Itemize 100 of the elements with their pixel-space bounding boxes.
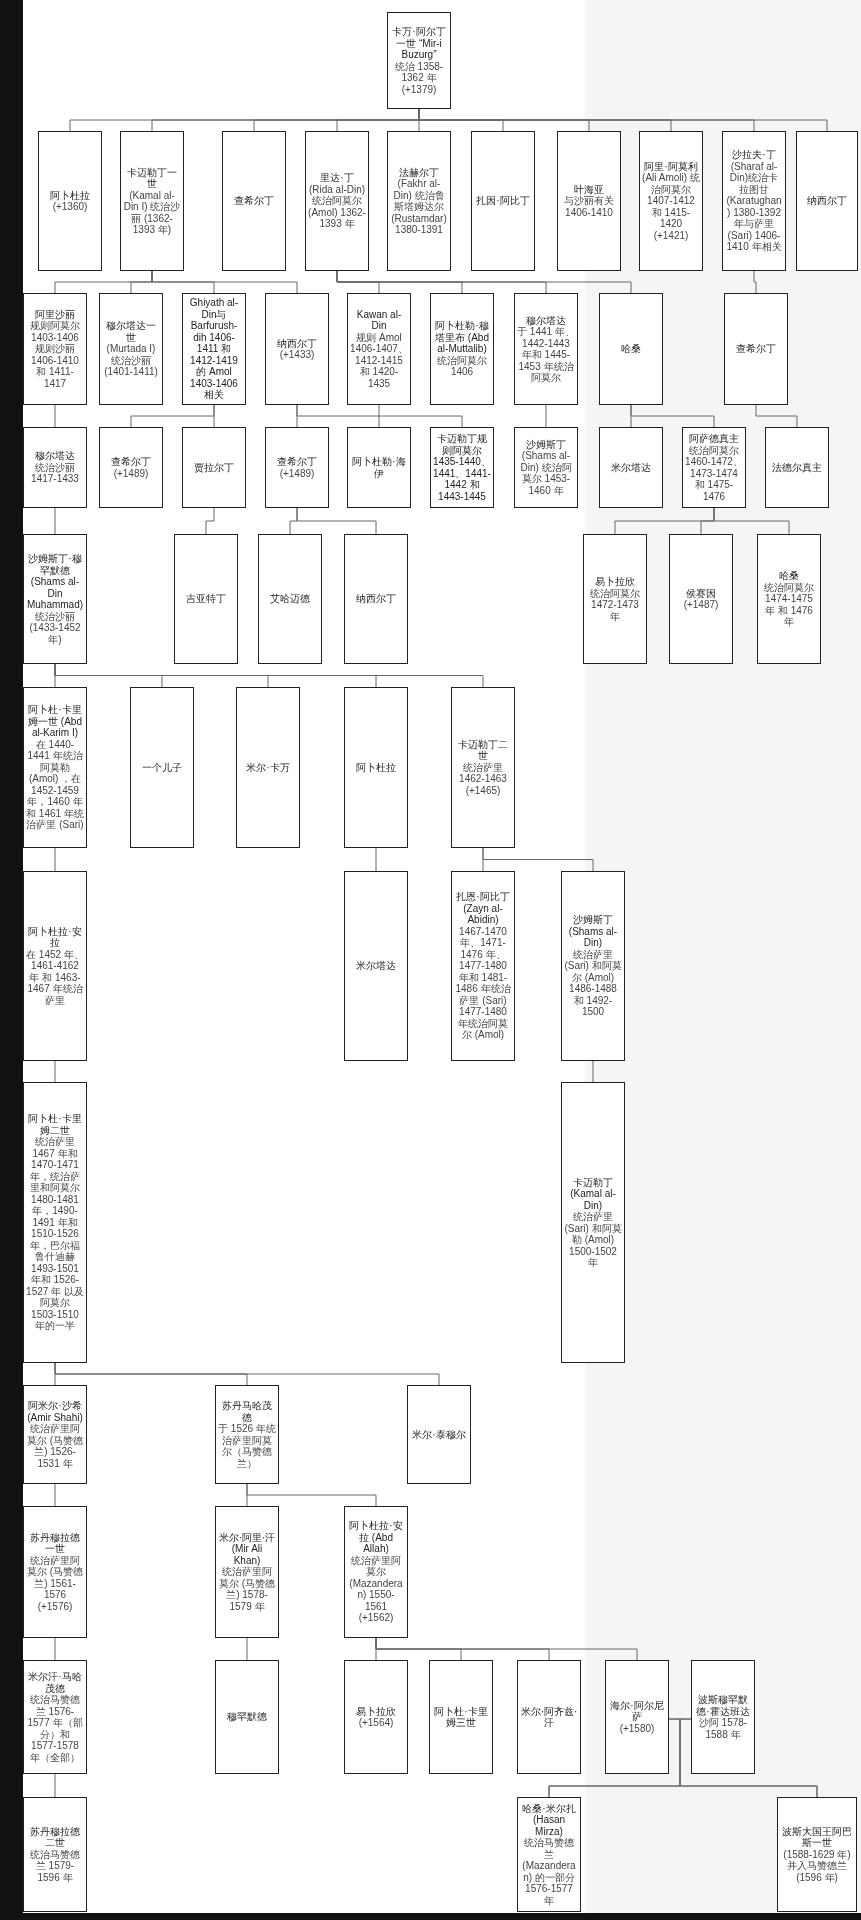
family-line — [54, 404, 56, 428]
person-box — [215, 1660, 279, 1774]
person-name: 卡迈勒丁一世 — [126, 166, 178, 190]
person-box — [23, 1660, 87, 1774]
person-details: 统治沙丽 (1433-1452 年) — [29, 610, 81, 645]
person-box — [23, 687, 87, 848]
person-details: (+1580) — [619, 1722, 655, 1735]
family-line — [246, 1483, 377, 1507]
person-name: 阿卜杜·卡里姆二世 — [27, 1113, 83, 1137]
person-details: 于 1441 年、1442-1443 年和 1445-1453 年统治阿莫尔 — [517, 326, 575, 384]
person-box — [265, 293, 329, 405]
person-name: 米尔塔达 — [356, 960, 396, 972]
person-box — [561, 871, 625, 1061]
person-details: 与沙丽有关 1406-1410 — [563, 195, 615, 219]
person-name: 法赫尔丁 — [399, 166, 439, 178]
person-box — [796, 131, 858, 271]
person-details: 于 1526 年统治萨里阿莫尔（马赞德兰） — [218, 1423, 276, 1469]
person-box — [236, 687, 300, 848]
person-details: (Shams al-Din) 统治阿莫尔 1453-1460 年 — [519, 450, 573, 497]
person-details: 统治马赞德兰 1579-1596 年 — [29, 1848, 81, 1884]
person-box — [23, 871, 87, 1061]
person-name: 纳西尔丁 — [807, 195, 847, 207]
person-box — [430, 293, 494, 405]
person-box — [23, 1797, 87, 1912]
person-box — [344, 871, 408, 1061]
person-details: 1467-1470 年、1471-1476 年、1477-1480 年和 1481-1486 年统治萨里 (Sari) 1477-1480 年统治阿莫尔 (Amol) — [454, 925, 512, 1041]
person-name: 卡迈勒丁 (Kamal al-Din) — [569, 1176, 617, 1211]
person-box — [669, 534, 733, 664]
person-name: 苏丹马哈茂德 — [221, 1400, 273, 1423]
person-name: 查希尔丁 — [277, 456, 317, 468]
person-name: Ghiyath al-Din与 Barfurush-dih 1406-1411 和 1412-1419 的 Amol 1403-1406 相关 — [188, 297, 240, 401]
person-box — [23, 293, 87, 405]
person-name: 阿里沙丽 — [35, 308, 75, 321]
person-box — [724, 293, 788, 405]
person-name: 穆尔塔达 — [526, 314, 566, 326]
person-box — [174, 534, 238, 664]
person-name: 纳西尔丁 — [356, 593, 396, 605]
family-line — [630, 404, 715, 428]
family-line — [205, 507, 215, 535]
person-box — [23, 534, 87, 664]
family-line — [213, 404, 215, 428]
person-details: (+1433) — [279, 349, 315, 361]
person-name: 米尔·阿齐兹·汗 — [520, 1705, 578, 1729]
person-box — [757, 534, 821, 664]
person-box — [344, 687, 408, 848]
person-box — [38, 131, 102, 271]
person-name: 沙姆斯丁 — [526, 438, 566, 451]
family-line — [375, 1637, 638, 1661]
person-details: 统治阿莫尔 1406 — [436, 354, 488, 378]
person-details: 统治萨里 1467 年和 1470-1471 年，统治萨里和阿莫尔 1480-1481 年，1490-1491 年和 1510-1526 年，巴尔福鲁什迪赫 1493-1501 年和 1526-1527 年 以及阿莫尔 1503-1510 年的一半 — [26, 1136, 84, 1332]
person-box — [23, 427, 87, 508]
person-name: Kawan al-Din — [355, 308, 403, 332]
person-details: (Ali Amoli) 统治阿莫尔 1407-1412 和 1415-1420 (+1421) — [642, 172, 700, 242]
family-line — [753, 270, 757, 294]
family-line — [296, 507, 377, 535]
person-name: 穆尔塔达一世 — [105, 320, 157, 344]
person-box — [215, 1385, 279, 1484]
person-details: (+1564) — [358, 1717, 394, 1729]
person-details: 规则 Amol 1406-1407、1412-1415 和 1420-1435 — [350, 331, 408, 390]
person-name: 波斯穆罕默德·霍达班达 — [695, 1694, 751, 1717]
person-name: 一个儿子 — [142, 761, 182, 774]
person-details: 统治马赞德兰 1576-1577 年（部分）和 1577-1578 年（全部） — [26, 1694, 84, 1763]
person-box — [215, 1506, 279, 1638]
person-name: 纳西尔丁 — [277, 337, 317, 349]
person-box — [765, 427, 829, 508]
person-name: 阿卜杜拉·安拉 — [27, 925, 83, 949]
person-details: (1588-1629 年)并入马赞德兰 (1596 年) — [782, 1848, 852, 1884]
person-name: 里达·丁 — [320, 172, 354, 184]
family-line — [545, 404, 547, 428]
person-details: 统治萨里阿莫尔 (马赞德兰) 1561-1576 (+1576) — [26, 1554, 84, 1613]
person-name: 卡迈勒丁二世 — [457, 738, 509, 762]
person-box — [722, 131, 786, 271]
person-box — [599, 293, 663, 405]
person-name: 阿卜杜勒·穆塔里布 (Abd al-Muttalib) — [434, 320, 490, 355]
person-box — [605, 1660, 669, 1774]
family-line — [375, 847, 377, 872]
person-box — [561, 1082, 625, 1363]
person-name: 吉亚特丁 — [186, 593, 226, 605]
person-box — [222, 131, 286, 271]
family-line — [336, 270, 632, 294]
person-box — [583, 534, 647, 664]
person-name: 卡万·阿尔丁一世 “Mir-i Buzurg” — [391, 26, 447, 61]
person-details: (Sharaf al-Din)统治卡拉图甘 (Karatughan) 1380-1392 年与萨里 (Sari) 1406-1410 年相关 — [725, 160, 783, 253]
person-details: 在 1452 年、1461-4162 年 和 1463-1467 年统治萨里 — [26, 948, 84, 1007]
person-name: 查希尔丁 — [736, 343, 776, 355]
person-name: 苏丹穆拉德一世 — [29, 1531, 81, 1555]
family-line — [378, 404, 463, 428]
person-box — [130, 687, 194, 848]
person-box — [120, 131, 184, 271]
person-details: (Fakhr al-Din) 统治鲁斯塔姆达尔 (Rustamdar) 1380-1391 — [390, 178, 448, 236]
person-name: 穆尔塔达 — [35, 450, 75, 462]
person-box — [407, 1385, 471, 1484]
person-box — [514, 427, 578, 508]
person-details: 统治萨里阿莫尔 (马赞德兰) 1578-1579 年 — [218, 1566, 276, 1613]
person-details: (+1487) — [683, 599, 719, 611]
person-details: 统治阿莫尔 1474-1475 年 和 1476 年 — [763, 581, 815, 628]
family-line — [482, 847, 594, 872]
person-name: 哈桑·米尔扎 (Hasan Mirza) — [521, 1802, 577, 1837]
person-name: 哈桑 — [779, 570, 799, 582]
person-details: 统治沙丽 1417-1433 — [30, 461, 80, 485]
